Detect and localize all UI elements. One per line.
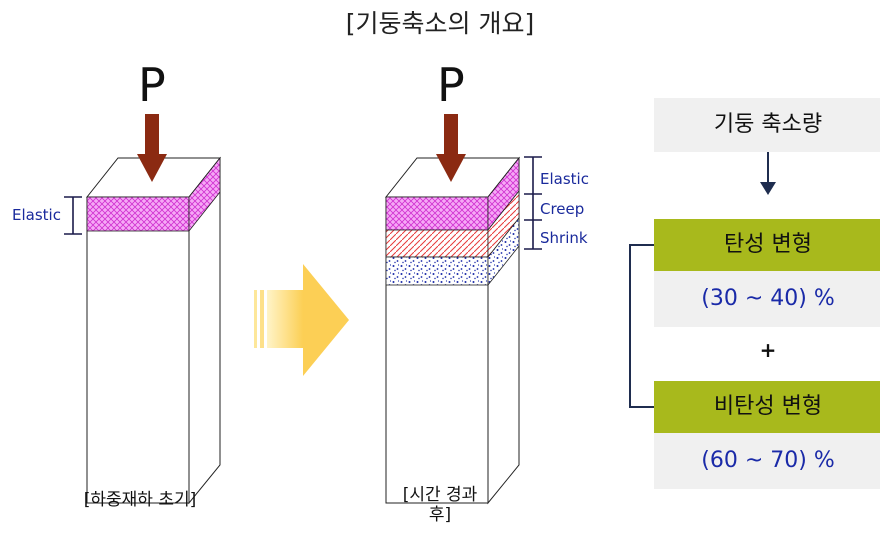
left-load-symbol: P — [138, 58, 166, 112]
right-elastic-label: Elastic — [540, 170, 589, 188]
right-shrink-band — [385, 256, 489, 286]
diagram-title: [기둥축소의 개요] — [345, 9, 535, 38]
right-creep-band — [385, 229, 489, 258]
down-arrow-icon — [760, 182, 776, 195]
plus-sign: + — [759, 338, 777, 362]
summary-header: 기둥 축소량 — [654, 98, 880, 152]
right-load-symbol: P — [437, 58, 465, 112]
right-dimension-markers — [524, 156, 542, 250]
right-creep-label: Creep — [540, 200, 585, 218]
nonelastic-deformation-box: 비탄성 변형 — [654, 381, 880, 433]
right-caption: [시간 경과 후] — [370, 485, 510, 525]
right-elastic-band — [385, 196, 489, 231]
left-column — [85, 156, 222, 505]
left-elastic-dimension — [64, 196, 82, 235]
right-column — [384, 156, 521, 505]
nonelastic-deformation-value: (60 ~ 70) % — [654, 433, 880, 489]
right-caption-line1: [시간 경과 — [402, 485, 478, 505]
right-shrink-label: Shrink — [540, 229, 588, 247]
elastic-deformation-value: (30 ~ 40) % — [654, 271, 880, 327]
right-load-arrow — [436, 114, 466, 182]
left-elastic-band — [86, 196, 190, 232]
left-load-arrow — [137, 114, 167, 182]
left-caption: [하중재하 초기] — [83, 490, 197, 510]
transition-arrow — [254, 264, 349, 376]
right-caption-line2: 후] — [428, 505, 452, 525]
left-elastic-label: Elastic — [12, 206, 61, 224]
summary-connectors — [629, 152, 769, 408]
elastic-deformation-box: 탄성 변형 — [654, 219, 880, 271]
